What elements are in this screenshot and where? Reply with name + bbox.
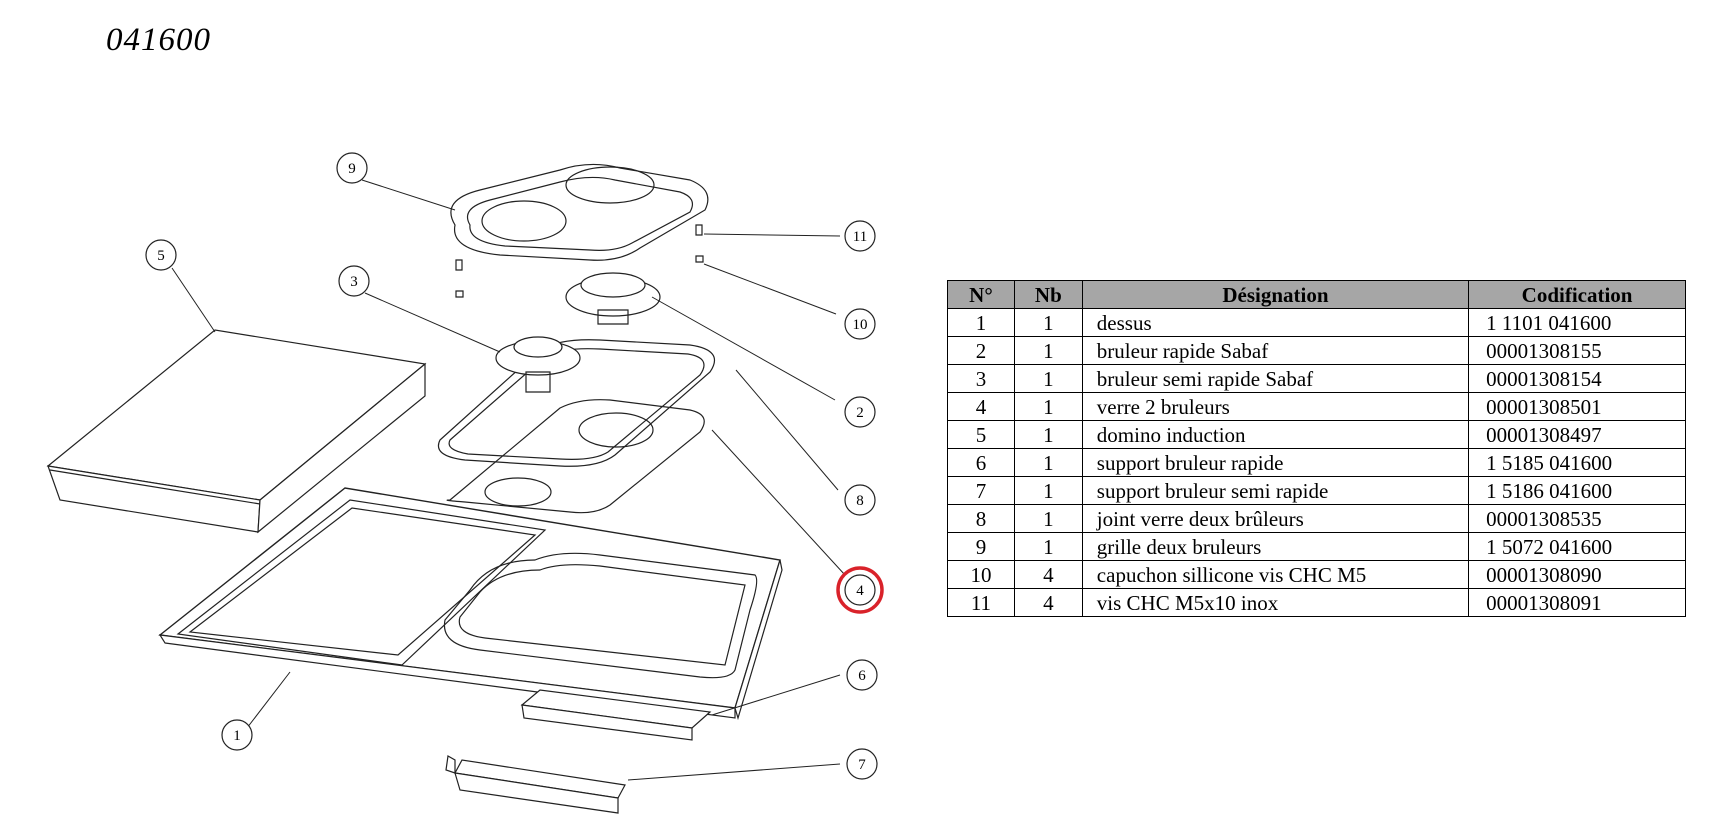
cell-qty: 1 [1013, 336, 1083, 365]
callout-9-label: 9 [348, 161, 356, 177]
cell-designation: support bruleur semi rapide [1081, 476, 1470, 505]
callout-9 [337, 153, 367, 183]
cell-designation: capuchon sillicone vis CHC M5 [1081, 560, 1470, 589]
cell-qty: 1 [1013, 308, 1083, 337]
cell-num: 8 [947, 504, 1015, 533]
cell-qty: 4 [1013, 588, 1083, 617]
part-induction-domino [48, 330, 425, 532]
callout-1-label: 1 [233, 728, 241, 744]
callout-10-label: 10 [853, 317, 868, 333]
callout-3 [339, 266, 369, 296]
cell-qty: 1 [1013, 532, 1083, 561]
cell-qty: 1 [1013, 392, 1083, 421]
cell-num: 7 [947, 476, 1015, 505]
cell-code: 1 5185 041600 [1468, 448, 1686, 477]
callout-2 [845, 397, 875, 427]
cell-designation: joint verre deux brûleurs [1081, 504, 1470, 533]
header-qty: Nb [1013, 280, 1083, 309]
part-semi-rapid-burner [496, 337, 580, 392]
callout-7 [847, 749, 877, 779]
header-num: N° [947, 280, 1015, 309]
cell-num: 6 [947, 448, 1015, 477]
callout-8 [845, 485, 875, 515]
page-title: 041600 [106, 22, 211, 58]
cell-code: 00001308497 [1468, 420, 1686, 449]
part-screws [456, 225, 703, 297]
header-designation: Désignation [1081, 280, 1470, 309]
cell-code: 1 5072 041600 [1468, 532, 1686, 561]
cell-num: 1 [947, 308, 1015, 337]
cell-num: 5 [947, 420, 1015, 449]
cell-qty: 1 [1013, 476, 1083, 505]
callout-10 [845, 309, 875, 339]
cell-designation: bruleur semi rapide Sabaf [1081, 364, 1470, 393]
callout-3-label: 3 [350, 274, 358, 290]
callout-8-label: 8 [856, 493, 864, 509]
cell-designation: bruleur rapide Sabaf [1081, 336, 1470, 365]
callout-11 [845, 221, 875, 251]
callout-2-label: 2 [856, 405, 864, 421]
header-code: Codification [1468, 280, 1686, 309]
cell-qty: 1 [1013, 504, 1083, 533]
table-header-row: N° Nb Désignation Codification [947, 280, 1686, 309]
callout-5 [146, 240, 176, 270]
callout-11-label: 11 [853, 229, 867, 245]
cell-designation: vis CHC M5x10 inox [1081, 588, 1470, 617]
callout-6-label: 6 [858, 668, 866, 684]
cell-designation: domino induction [1081, 420, 1470, 449]
cell-num: 3 [947, 364, 1015, 393]
part-gasket [438, 340, 714, 467]
callout-4 [845, 575, 875, 605]
cell-num: 4 [947, 392, 1015, 421]
cell-qty: 1 [1013, 420, 1083, 449]
part-semi-rapid-burner-support [446, 756, 625, 813]
cell-designation: dessus [1081, 308, 1470, 337]
callout-7-label: 7 [858, 757, 866, 773]
cell-designation: verre 2 bruleurs [1081, 392, 1470, 421]
cell-qty: 1 [1013, 364, 1083, 393]
cell-code: 00001308155 [1468, 336, 1686, 365]
cell-qty: 1 [1013, 448, 1083, 477]
leader-lines [172, 180, 845, 780]
cell-code: 00001308501 [1468, 392, 1686, 421]
cell-code: 00001308090 [1468, 560, 1686, 589]
cell-num: 10 [947, 560, 1015, 589]
cell-num: 2 [947, 336, 1015, 365]
cell-num: 9 [947, 532, 1015, 561]
callout-bubbles: 1 2 3 4 5 6 7 8 9 10 11 [146, 153, 882, 779]
cell-designation: support bruleur rapide [1081, 448, 1470, 477]
part-rapid-burner [566, 273, 660, 324]
part-glass [447, 400, 704, 513]
callout-6 [847, 660, 877, 690]
callout-5-label: 5 [157, 248, 165, 264]
cell-code: 1 1101 041600 [1468, 308, 1686, 337]
cell-code: 00001308091 [1468, 588, 1686, 617]
cell-num: 11 [947, 588, 1015, 617]
callout-4-label: 4 [856, 583, 864, 599]
cell-qty: 4 [1013, 560, 1083, 589]
callout-1 [222, 720, 252, 750]
cell-code: 00001308535 [1468, 504, 1686, 533]
cell-code: 1 5186 041600 [1468, 476, 1686, 505]
cell-designation: grille deux bruleurs [1081, 532, 1470, 561]
cell-code: 00001308154 [1468, 364, 1686, 393]
exploded-view-diagram: 1 2 3 4 5 6 7 8 9 10 11 [0, 0, 900, 833]
part-rapid-burner-support [522, 690, 710, 740]
part-pan-support-grid [451, 164, 708, 260]
callout-4-highlight [838, 568, 882, 612]
